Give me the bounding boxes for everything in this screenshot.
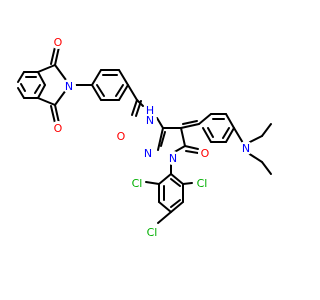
atom-h-amide: H	[146, 104, 154, 117]
oxygen-atom-label: O	[51, 121, 65, 135]
atom-cl-bottom: Cl	[147, 226, 158, 239]
atom-o-amide: O	[117, 130, 126, 143]
oxygen-atom-label: O	[114, 129, 128, 143]
chlorine-atom-label: Cl	[194, 175, 210, 191]
atom-cl-right: Cl	[197, 177, 208, 190]
atom-n-ring-sub: N	[169, 152, 177, 165]
atom-o-top: O	[54, 36, 63, 49]
nitrogen-atom-label: N	[239, 141, 253, 155]
atom-o-bottom: O	[54, 122, 63, 135]
atom-o-ring: O	[201, 147, 210, 160]
nitrogen-atom-label: N	[62, 79, 76, 93]
chlorine-atom-label: Cl	[129, 175, 145, 191]
oxygen-atom-label: O	[51, 35, 65, 49]
nitrogen-atom-label: N	[166, 151, 180, 165]
nitrogen-atom-label: N	[141, 146, 155, 160]
molecule-canvas: O O N O N H N O	[17, 35, 272, 240]
atom-nh-amide: N	[146, 114, 154, 127]
atom-labels: O O N O N H N O	[51, 35, 253, 240]
atom-cl-left: Cl	[132, 177, 143, 190]
structure-drawing: O O N O N H N O	[17, 35, 272, 240]
chlorine-atom-label: Cl	[144, 224, 160, 240]
atom-n-imide: N	[65, 80, 73, 93]
atom-n-amine: N	[242, 142, 250, 155]
bonds	[17, 46, 272, 224]
oxygen-atom-label: O	[198, 146, 212, 160]
nh-group-label: N H	[143, 104, 157, 127]
atom-n-ring: N	[144, 147, 152, 160]
